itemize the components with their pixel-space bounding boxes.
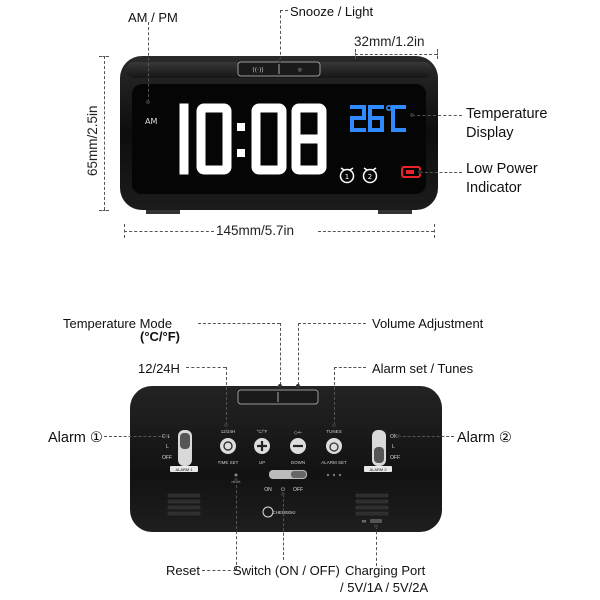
temperature-mode-label-1: Temperature Mode bbox=[63, 316, 173, 331]
temperature-display bbox=[350, 105, 406, 132]
time-display bbox=[179, 103, 327, 175]
switch-label: Switch (ON / OFF) bbox=[233, 563, 340, 578]
alarm-set-button[interactable] bbox=[326, 438, 342, 454]
height-dimension: 65mm/2.5in bbox=[85, 105, 100, 176]
alarm-1-icon: 1 bbox=[339, 167, 355, 184]
ampm-label: AM / PM bbox=[128, 10, 178, 25]
temperature-mode-label-2: (°C/°F) bbox=[140, 329, 180, 344]
svg-text:ALARM 1: ALARM 1 bbox=[175, 467, 193, 472]
snooze-light-label: Snooze / Light bbox=[290, 4, 374, 19]
h1224-label: 12/24H bbox=[138, 361, 180, 376]
low-power-label-2: Indicator bbox=[466, 180, 522, 196]
svg-text:2: 2 bbox=[368, 173, 372, 181]
charging-port[interactable]: ∞ bbox=[362, 519, 382, 525]
svg-text:UP: UP bbox=[259, 460, 265, 465]
svg-text:L: L bbox=[166, 444, 169, 450]
svg-text:((·)): ((·)) bbox=[252, 67, 263, 74]
svg-text:L: L bbox=[392, 444, 395, 450]
svg-text:°C/°F: °C/°F bbox=[257, 429, 268, 434]
svg-text:☼: ☼ bbox=[297, 67, 303, 74]
right-speaker-grille bbox=[355, 493, 389, 516]
front-clock: ((·)) ☼ AM 1 2 bbox=[120, 56, 438, 214]
svg-text:ALARM SET: ALARM SET bbox=[321, 460, 347, 465]
svg-text:∞: ∞ bbox=[362, 519, 366, 525]
temperature-display-label-2: Display bbox=[466, 125, 514, 141]
volume-adjustment-label: Volume Adjustment bbox=[372, 316, 484, 331]
temperature-display-label-1: Temperature bbox=[466, 106, 548, 122]
left-speaker-grille bbox=[167, 493, 201, 516]
width-dimension: 145mm/5.7in bbox=[216, 223, 295, 238]
alarm-1-label: Alarm ① bbox=[48, 430, 103, 446]
reset-label: Reset bbox=[166, 563, 200, 578]
svg-text:TUNES: TUNES bbox=[326, 429, 341, 434]
svg-text:ALARM 2: ALARM 2 bbox=[369, 467, 387, 472]
alarm-set-tunes-label: Alarm set / Tunes bbox=[372, 361, 474, 376]
alarm-2-label: Alarm ② bbox=[457, 430, 512, 446]
charging-port-label-2: / 5V/1A / 5V/2A bbox=[340, 580, 429, 595]
svg-text:OFF: OFF bbox=[390, 455, 400, 461]
depth-dimension: 32mm/1.2in bbox=[354, 34, 425, 49]
svg-text:◇+◦: ◇+◦ bbox=[294, 430, 303, 436]
svg-text:OFF: OFF bbox=[162, 455, 172, 461]
svg-text:⏻: ⏻ bbox=[281, 487, 285, 493]
down-button[interactable] bbox=[290, 438, 306, 454]
low-power-label-1: Low Power bbox=[466, 161, 538, 177]
time-set-button[interactable] bbox=[220, 438, 236, 454]
svg-text:DOWN: DOWN bbox=[291, 460, 305, 465]
svg-text:TIME SET: TIME SET bbox=[218, 460, 239, 465]
svg-text:12/24H: 12/24H bbox=[221, 429, 236, 434]
charging-port-label-1: Charging Port bbox=[345, 563, 426, 578]
svg-text:ON: ON bbox=[264, 487, 272, 493]
svg-text:OFF: OFF bbox=[293, 487, 303, 493]
alarm-2-switch[interactable]: ALARM 2 ON L OFF bbox=[364, 430, 400, 472]
alarm-1-switch[interactable]: ALARM 1 ON L OFF bbox=[162, 430, 198, 472]
svg-text:1: 1 bbox=[345, 173, 349, 181]
svg-text:ON: ON bbox=[390, 434, 398, 440]
power-switch[interactable]: ON ⏻ OFF bbox=[264, 470, 307, 493]
brand-logo: CHEREEKI bbox=[262, 506, 296, 518]
alarm-2-icon: 2 bbox=[362, 167, 378, 184]
back-clock: ALARM 1 ON L OFF ALARM 2 ON L OFF 12/24H… bbox=[130, 386, 442, 532]
svg-text:CHEREEKI: CHEREEKI bbox=[272, 510, 295, 515]
up-button[interactable] bbox=[254, 438, 270, 454]
am-indicator: AM bbox=[145, 117, 157, 126]
